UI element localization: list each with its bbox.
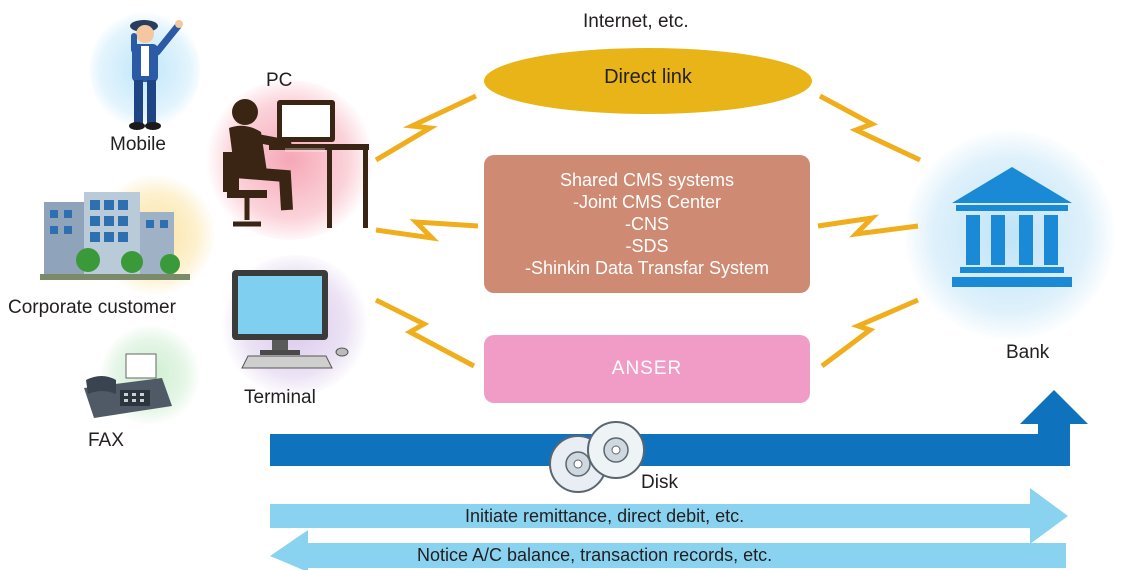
notice-label: Notice A/C balance, transaction records,… [417, 545, 773, 565]
bank-building-icon [952, 167, 1072, 287]
lightning-cms-bank [817, 214, 919, 238]
notice-arrow [270, 530, 1066, 570]
disk-upload-arrow [270, 390, 1088, 466]
bank-label: Bank [1006, 342, 1050, 363]
pc-user-icon [223, 99, 369, 228]
initiate-arrow [270, 488, 1068, 544]
pc-label: PC [266, 70, 293, 91]
terminal-computer-icon [232, 270, 349, 369]
shared-cms-line-cns: -CNS [625, 214, 669, 234]
disk-icon [549, 421, 645, 493]
lightning-pc-cms [375, 219, 479, 242]
shared-cms-line-joint: -Joint CMS Center [572, 192, 722, 212]
corporate-building-icon [40, 192, 190, 280]
lightning-anser-bank [820, 297, 919, 368]
shared-cms-line-sds: -SDS [625, 236, 669, 256]
lightning-directlink-bank [818, 93, 922, 163]
terminal-label: Terminal [244, 387, 316, 408]
shared-cms-title: Shared CMS systems [559, 170, 735, 190]
disk-label: Disk [641, 472, 678, 493]
bank-glow [905, 130, 1115, 340]
mobile-label: Mobile [110, 134, 166, 155]
direct-link-label: Direct link [604, 65, 692, 88]
direct-link-ellipse: Direct link [484, 48, 812, 114]
lightning-pc-directlink [374, 93, 478, 163]
anser-label: ANSER [611, 358, 683, 379]
fax-machine-icon [84, 353, 172, 418]
anser-box: ANSER [484, 335, 810, 403]
mobile-person-icon [129, 20, 183, 130]
corporate-label: Corporate customer [8, 297, 176, 318]
internet-label: Internet, etc. [583, 11, 689, 32]
fax-label: FAX [88, 430, 124, 451]
initiate-label: Initiate remittance, direct debit, etc. [465, 506, 745, 526]
shared-cms-line-shinkin: -Shinkin Data Transfar System [524, 258, 770, 278]
shared-cms-box: Shared CMS systems -Joint CMS Center -CN… [484, 155, 810, 293]
lightning-terminal-anser [374, 297, 476, 369]
